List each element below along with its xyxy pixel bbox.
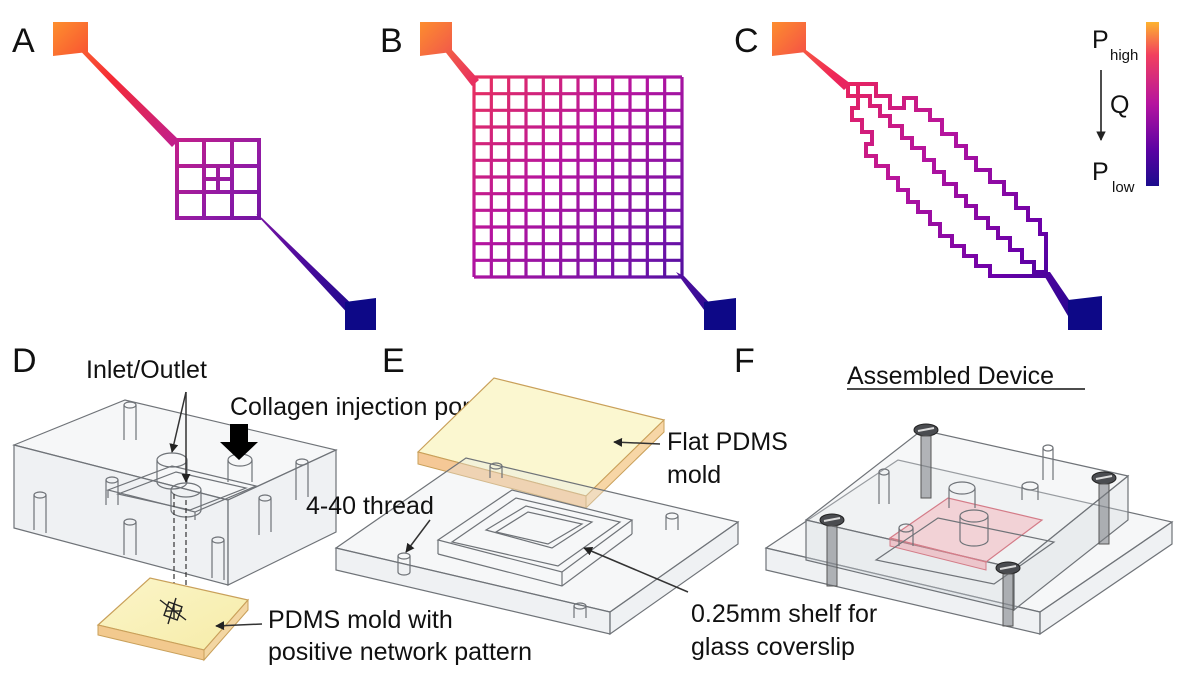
- p-low-subscript: low: [1112, 179, 1135, 196]
- panel-letter-b: B: [380, 22, 403, 60]
- pressure-scale: P high Q P low: [1092, 22, 1159, 196]
- pressure-colorbar: [1146, 22, 1159, 186]
- panel-letter-e: E: [382, 342, 405, 380]
- device-exploded-top: [12, 391, 338, 625]
- injection-arrow-icon: [220, 424, 258, 460]
- network-c: [772, 22, 1102, 330]
- flat-pdms-label-line2: mold: [667, 461, 721, 489]
- p-high-label: P: [1092, 26, 1109, 54]
- assembled-device-title: Assembled Device: [847, 362, 1054, 390]
- pdms-network-label-line2: positive network pattern: [268, 638, 532, 666]
- screw-icons: [819, 423, 1117, 627]
- assembled-device: [764, 423, 1174, 636]
- p-low-label: P: [1092, 158, 1109, 186]
- panel-letter-c: C: [734, 22, 759, 60]
- shelf-label-line1: 0.25mm shelf for: [691, 600, 877, 628]
- flow-label: Q: [1110, 91, 1129, 119]
- collagen-port-label: Collagen injection port: [230, 393, 477, 421]
- p-high-subscript: high: [1110, 47, 1138, 64]
- flat-pdms-label-line1: Flat PDMS: [667, 428, 788, 456]
- inlet-outlet-label: Inlet/Outlet: [86, 356, 207, 384]
- pdms-network-pad: [96, 577, 263, 662]
- flat-pdms-mold: [416, 377, 666, 510]
- panel-letter-a: A: [12, 22, 35, 60]
- thread-label: 4-40 thread: [306, 492, 434, 520]
- pdms-network-label-line1: PDMS mold with: [268, 606, 453, 634]
- shelf-label-line2: glass coverslip: [691, 633, 855, 661]
- panel-letter-d: D: [12, 342, 37, 380]
- base-plate: [334, 457, 740, 636]
- network-b: [420, 22, 736, 330]
- panel-letter-f: F: [734, 342, 755, 380]
- network-a: [53, 22, 376, 330]
